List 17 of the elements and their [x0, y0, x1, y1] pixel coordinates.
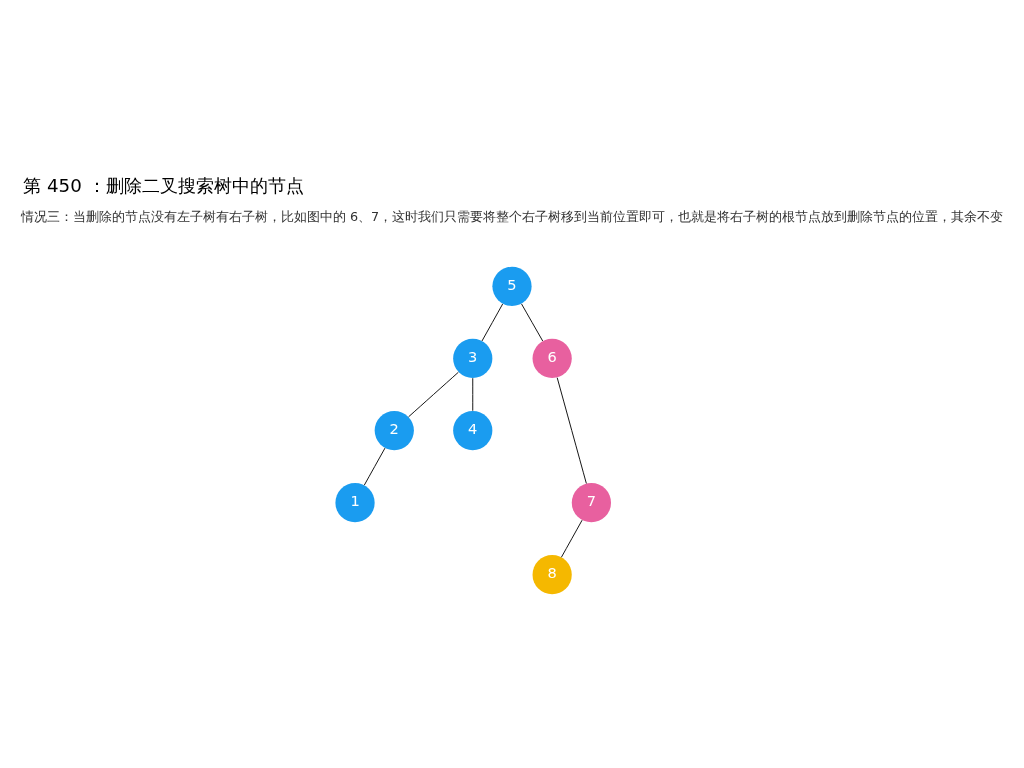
node-circle: 1: [335, 483, 375, 523]
label: 情况三：当删除的节点没有左子树有右子树，比如图中的 6、7，这时我们只需要将整个右子树移到当前位置即可，也就是将右子树的根节点放到删除节点的位置，其余不变: [20, 208, 1004, 224]
connector: [560, 519, 583, 558]
node-circle: 3: [453, 338, 493, 379]
connector: [481, 303, 504, 342]
node-circle: 6: [532, 338, 572, 379]
node-circle: 4: [453, 410, 493, 451]
node-circle: 7: [571, 483, 611, 523]
connector: [363, 447, 386, 486]
connector: [556, 377, 587, 484]
node-circle: 2: [374, 410, 414, 451]
node-circle: 8: [532, 555, 572, 595]
connector: [472, 377, 474, 412]
node-circle: 5: [492, 266, 532, 306]
diagram-title: 第 450 ：删除二叉搜索树中的节点: [23, 174, 304, 196]
connector: [521, 303, 544, 342]
connector: [408, 371, 459, 418]
